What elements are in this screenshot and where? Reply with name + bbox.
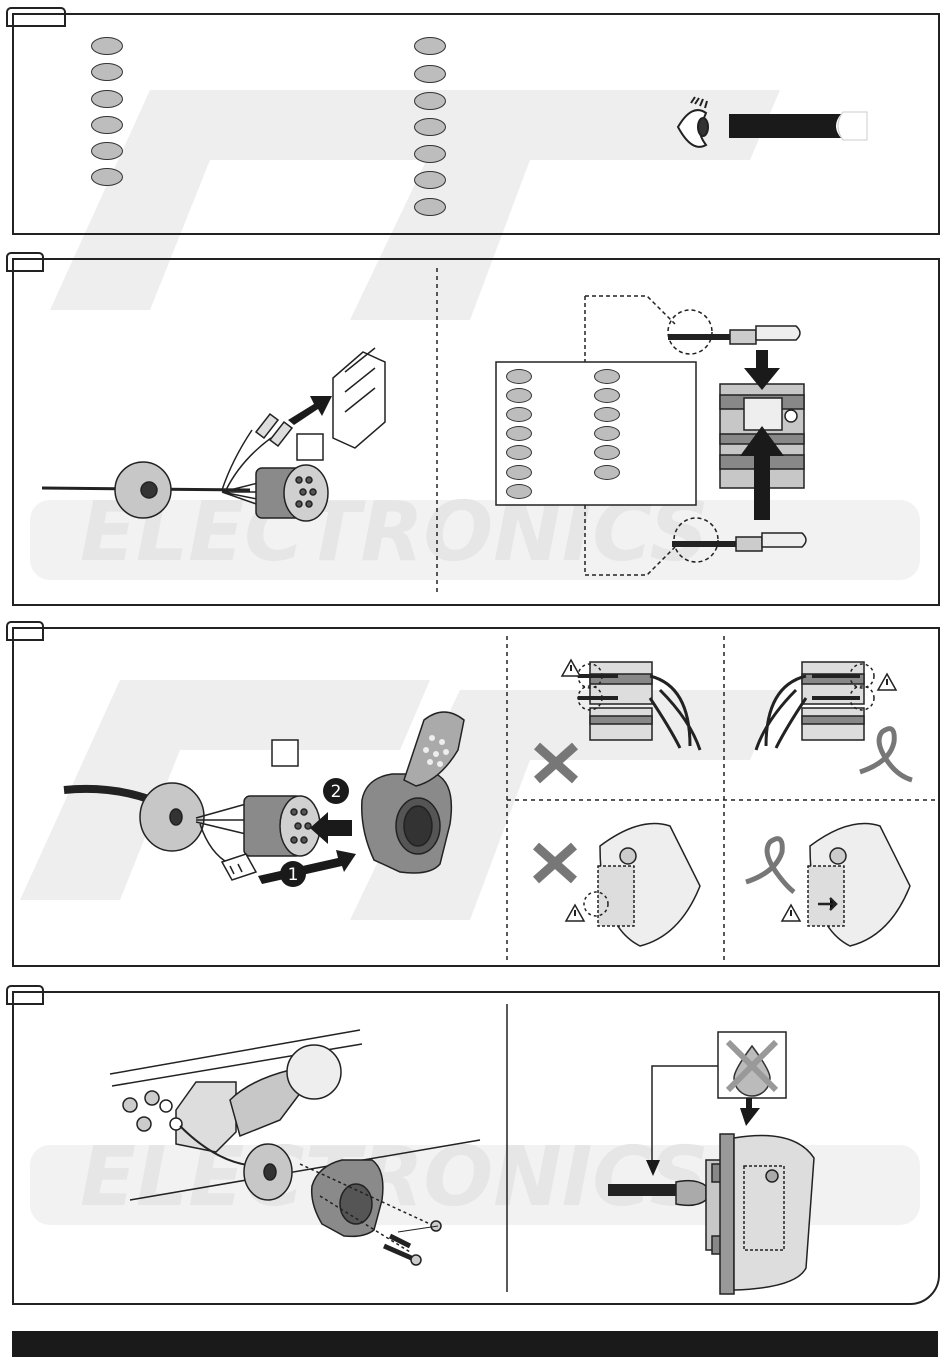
nuts (123, 1091, 159, 1131)
arrow-down-icon (646, 1160, 660, 1176)
arrow-down-icon (740, 1098, 760, 1126)
mounting-plate (244, 1144, 292, 1200)
no-water-drop-icon (718, 1032, 786, 1098)
step-4-illustration (0, 0, 950, 1320)
footer-bar (12, 1331, 938, 1357)
socket-13-pin (312, 1160, 383, 1236)
socket-side-section (608, 1134, 814, 1294)
leader-line (652, 1066, 718, 1172)
